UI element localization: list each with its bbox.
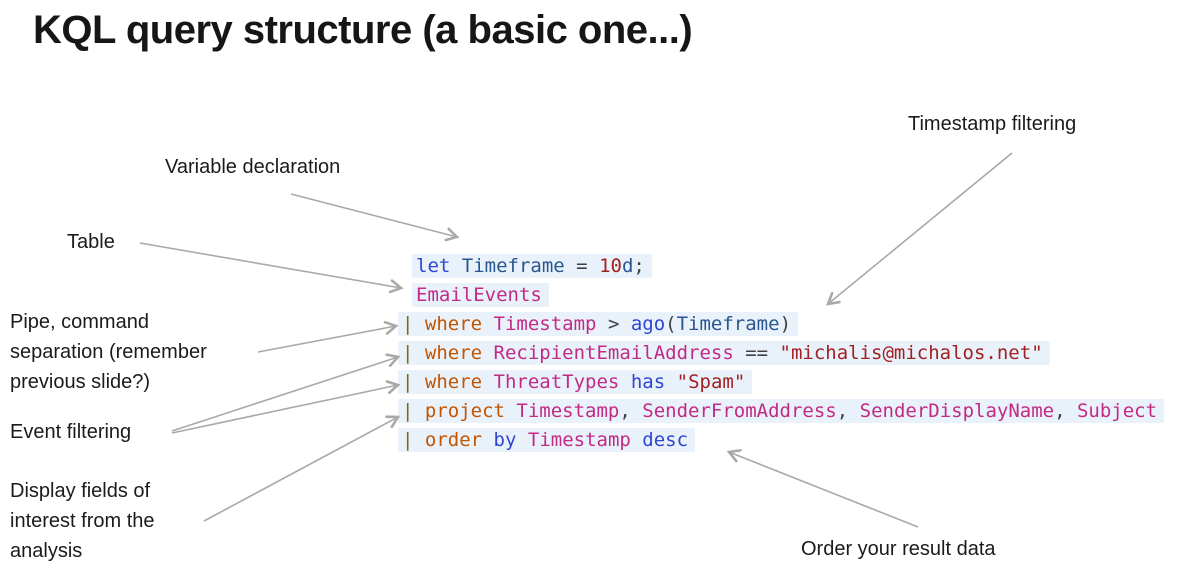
kql-code-block: let Timeframe = 10d;EmailEvents| where T…: [398, 252, 1165, 454]
code-line-2: EmailEvents: [398, 281, 1164, 310]
label-timestamp-filtering: Timestamp filtering: [908, 113, 1077, 135]
code-line-3: | where Timestamp > ago(Timeframe): [398, 310, 1164, 339]
arrow-order-result: [726, 449, 919, 528]
code-line-4: | where RecipientEmailAddress == "michal…: [398, 339, 1164, 368]
arrow-display-fields: [203, 415, 401, 522]
label-pipe-separation: Pipe, command separation (remember previ…: [10, 311, 207, 393]
label-table: Table: [67, 231, 115, 253]
label-event-filtering: Event filtering: [10, 421, 132, 443]
code-line-6: | project Timestamp, SenderFromAddress, …: [398, 396, 1165, 425]
arrow-variable-declaration: [290, 193, 460, 242]
code-line-7: | order by Timestamp desc: [398, 425, 1164, 454]
code-line-1: let Timeframe = 10d;: [398, 252, 1164, 281]
label-order-result: Order your result data: [801, 538, 996, 560]
code-line-5: | where ThreatTypes has "Spam": [398, 368, 1164, 397]
arrow-pipe-separation: [257, 320, 399, 353]
arrow-table: [139, 242, 404, 294]
label-display-fields: Display fields of interest from the anal…: [10, 480, 155, 562]
label-variable-declaration: Variable declaration: [165, 156, 341, 178]
page-title: KQL query structure (a basic one...): [33, 8, 693, 52]
